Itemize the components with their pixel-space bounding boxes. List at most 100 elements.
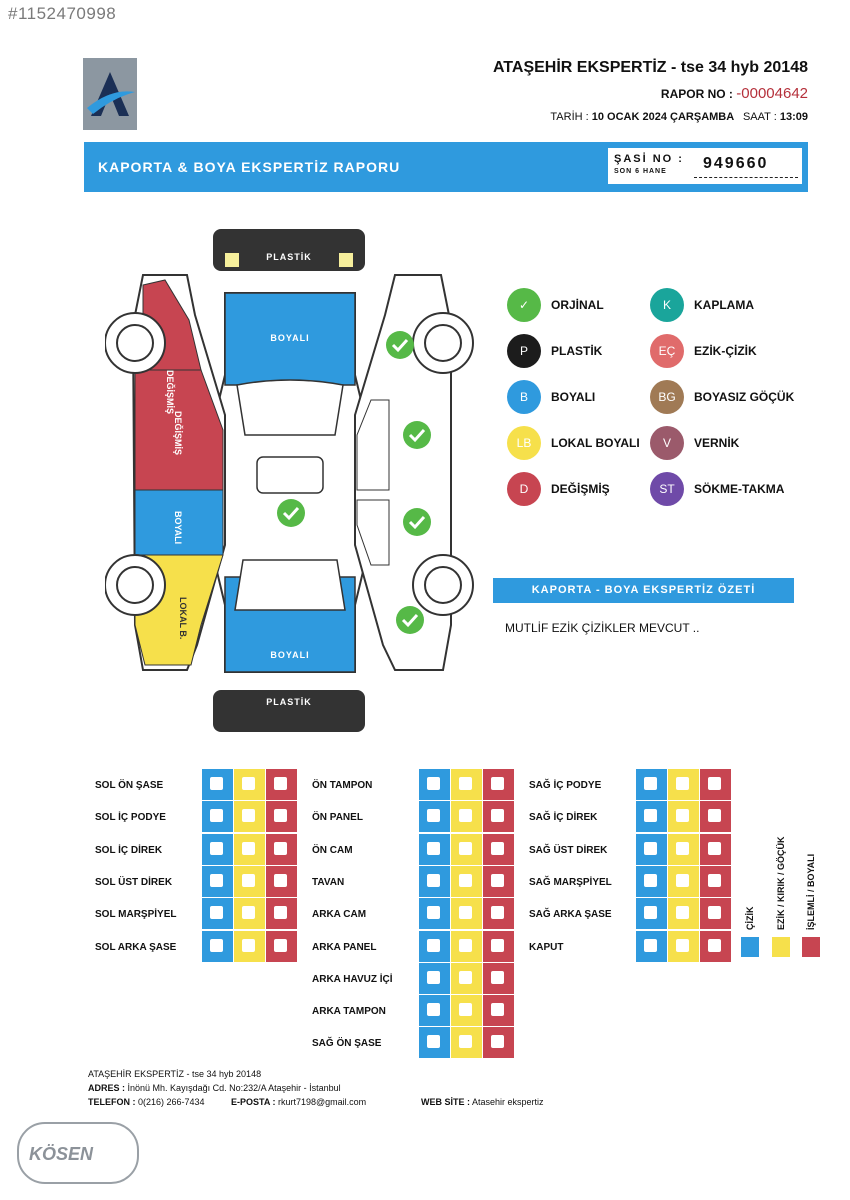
table-row-label: ARKA PANEL (312, 941, 377, 953)
painted-checkbox[interactable] (700, 898, 731, 930)
dent-checkbox[interactable] (451, 769, 482, 800)
painted-checkbox[interactable] (483, 898, 514, 930)
dent-checkbox[interactable] (234, 801, 265, 833)
scratch-checkbox[interactable] (636, 865, 667, 897)
scratch-checkbox[interactable] (636, 833, 667, 865)
painted-checkbox[interactable] (266, 865, 297, 897)
scratch-checkbox[interactable] (202, 930, 233, 962)
legend-code: EÇ (650, 334, 684, 368)
column-header: ÇİZİK (745, 906, 755, 931)
ad-id: #1152470998 (8, 4, 117, 23)
legend-label: BOYASIZ GÖÇÜK (694, 390, 795, 404)
dent-checkbox[interactable] (234, 769, 265, 800)
painted-checkbox[interactable] (483, 801, 514, 833)
table-row-label: ÖN CAM (312, 844, 353, 856)
scratch-checkbox[interactable] (419, 769, 450, 800)
scratch-checkbox[interactable] (202, 801, 233, 833)
scratch-checkbox[interactable] (202, 865, 233, 897)
painted-checkbox[interactable] (483, 865, 514, 897)
rear-bumper-label: PLASTİK (266, 697, 312, 707)
painted-checkbox[interactable] (700, 769, 731, 800)
painted-checkbox[interactable] (700, 930, 731, 962)
dent-checkbox[interactable] (668, 865, 699, 897)
scratch-checkbox[interactable] (636, 769, 667, 800)
dent-checkbox[interactable] (451, 833, 482, 865)
dent-checkbox[interactable] (668, 898, 699, 930)
dent-checkbox[interactable] (451, 1027, 482, 1059)
scratch-checkbox[interactable] (419, 865, 450, 897)
scratch-checkbox[interactable] (419, 833, 450, 865)
table-row-label: SAĞ ÜST DİREK (529, 844, 608, 856)
dent-checkbox[interactable] (234, 898, 265, 930)
legend-code: V (650, 426, 684, 460)
scratch-checkbox[interactable] (419, 930, 450, 962)
scratch-checkbox[interactable] (202, 769, 233, 800)
table-row-label: ARKA TAMPON (312, 1006, 386, 1018)
scratch-checkbox[interactable] (202, 898, 233, 930)
dent-checkbox[interactable] (451, 962, 482, 994)
brand-logo: KÖSEN (17, 1122, 139, 1184)
legend-code: P (507, 334, 541, 368)
dent-checkbox[interactable] (668, 833, 699, 865)
legend-label: ORJİNAL (551, 298, 604, 312)
painted-checkbox[interactable] (700, 833, 731, 865)
report-number-line: RAPOR NO : -00004642 (660, 85, 808, 102)
footer-address: ADRES : İnönü Mh. Kayışdağı Cd. No:232/A… (88, 1083, 341, 1093)
scratch-checkbox[interactable] (636, 930, 667, 962)
scratch-checkbox[interactable] (636, 801, 667, 833)
chassis-number: 949660 (703, 155, 769, 172)
painted-checkbox[interactable] (483, 995, 514, 1027)
table-row-label: SAĞ İÇ DİREK (529, 812, 598, 824)
painted-checkbox[interactable] (266, 930, 297, 962)
legend-swatch (741, 937, 759, 957)
painted-checkbox[interactable] (700, 865, 731, 897)
dent-checkbox[interactable] (668, 930, 699, 962)
scratch-checkbox[interactable] (636, 898, 667, 930)
scratch-checkbox[interactable] (419, 1027, 450, 1059)
dent-checkbox[interactable] (451, 930, 482, 962)
table-row-label: SOL ÖN ŞASE (95, 780, 164, 791)
dent-checkbox[interactable] (451, 865, 482, 897)
painted-checkbox[interactable] (266, 769, 297, 800)
dent-checkbox[interactable] (668, 769, 699, 800)
table-row-label: ARKA HAVUZ İÇİ (312, 973, 393, 985)
scratch-checkbox[interactable] (419, 898, 450, 930)
dent-checkbox[interactable] (234, 865, 265, 897)
table-row-label: ARKA CAM (312, 909, 367, 921)
legend-item: BG BOYASIZ GÖÇÜK (650, 379, 810, 415)
painted-checkbox[interactable] (483, 1027, 514, 1059)
painted-checkbox[interactable] (483, 962, 514, 994)
painted-checkbox[interactable] (483, 930, 514, 962)
table-row-label: SOL İÇ PODYE (95, 812, 166, 824)
painted-checkbox[interactable] (483, 833, 514, 865)
dent-checkbox[interactable] (451, 898, 482, 930)
dent-checkbox[interactable] (451, 801, 482, 833)
report-banner: KAPORTA & BOYA EKSPERTİZ RAPORU ŞASİ NO … (84, 142, 808, 192)
painted-checkbox[interactable] (483, 769, 514, 800)
report-number: -00004642 (736, 85, 808, 102)
dent-checkbox[interactable] (234, 833, 265, 865)
painted-checkbox[interactable] (266, 898, 297, 930)
company-title: ATAŞEHİR EKSPERTİZ - tse 34 hyb 20148 (492, 59, 808, 76)
legend-code: BG (650, 380, 684, 414)
dent-checkbox[interactable] (234, 930, 265, 962)
scratch-checkbox[interactable] (419, 801, 450, 833)
scratch-checkbox[interactable] (202, 833, 233, 865)
column-header: İŞLEMLİ / BOYALI (806, 853, 816, 930)
scratch-checkbox[interactable] (419, 995, 450, 1027)
scratch-checkbox[interactable] (419, 962, 450, 994)
legend-code: ST (650, 472, 684, 506)
dent-checkbox[interactable] (668, 801, 699, 833)
painted-checkbox[interactable] (700, 801, 731, 833)
painted-checkbox[interactable] (266, 833, 297, 865)
painted-checkbox[interactable] (266, 801, 297, 833)
legend-code: LB (507, 426, 541, 460)
dent-checkbox[interactable] (451, 995, 482, 1027)
table-row-label: SAĞ MARŞPİYEL (529, 876, 612, 888)
